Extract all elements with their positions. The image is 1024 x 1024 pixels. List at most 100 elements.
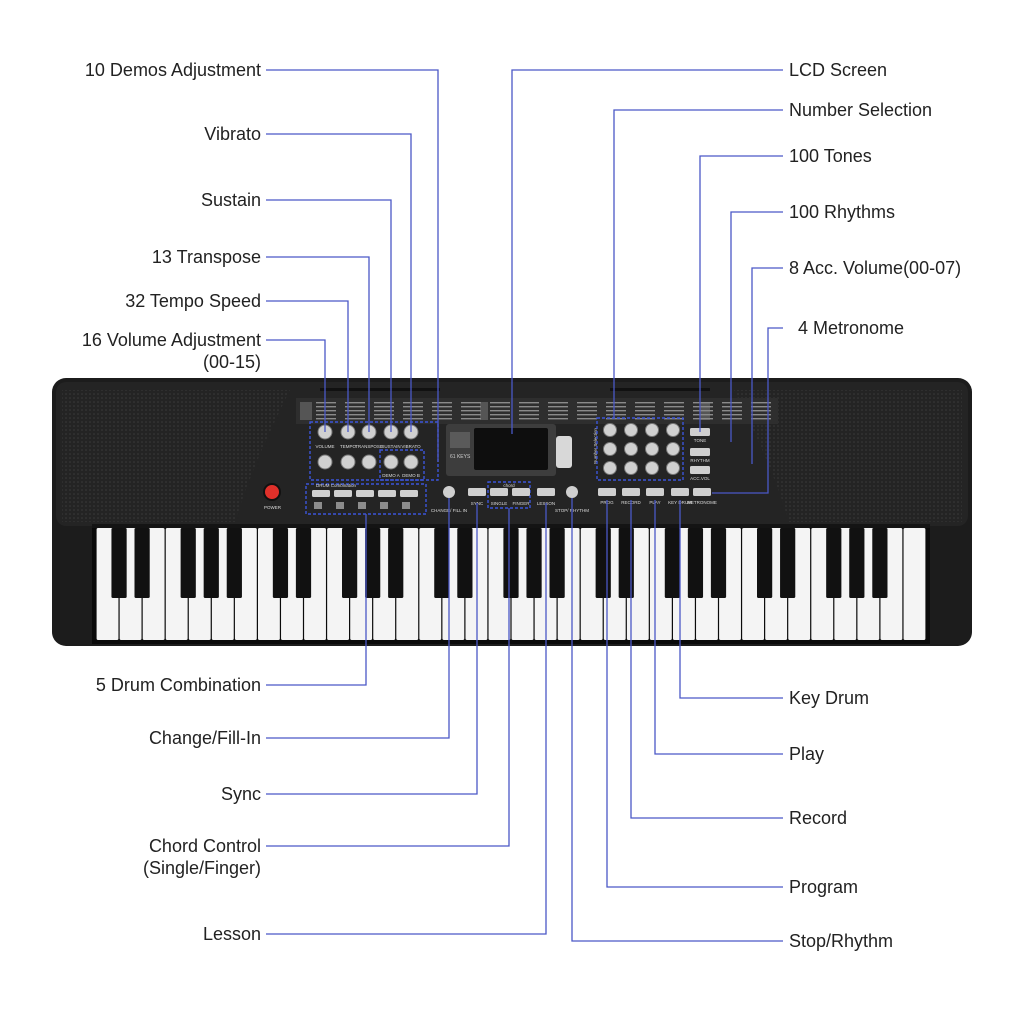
number-selection-highlight (596, 417, 684, 481)
volume-down-button (317, 454, 333, 470)
callout-acc-volume: 8 Acc. Volume(00-07) (789, 258, 962, 278)
number-key (603, 461, 617, 475)
leader-volume (266, 339, 326, 432)
black-key (618, 528, 634, 598)
number-key (603, 442, 617, 456)
callout-stop-rhythm: Stop/Rhythm (789, 931, 894, 951)
leader-chord (266, 508, 510, 847)
number-selection-label: Number Selection (593, 428, 598, 464)
leader-metronome (712, 327, 783, 494)
leader-lcd (511, 69, 783, 434)
sustain-label: SUSTAIN (381, 444, 400, 449)
prog-button (598, 488, 616, 496)
rhythm-label: RHYTHM (690, 458, 709, 463)
black-key (549, 528, 565, 598)
rhythm-button (690, 448, 710, 456)
keys-badge: 61 KEYS (450, 454, 471, 460)
change-fill-button (443, 486, 455, 498)
callout-program: Program (789, 877, 859, 897)
leader-number (613, 109, 783, 418)
drum-pad-icon (314, 502, 322, 509)
black-key (203, 528, 219, 598)
leader-tones (699, 155, 783, 432)
record-button (622, 488, 640, 496)
drum-pad-icon (336, 502, 344, 509)
white-key (903, 528, 926, 640)
black-key (180, 528, 196, 598)
chord-highlight (487, 481, 531, 509)
callout-play: Play (789, 744, 825, 764)
callout-rhythms: 100 Rhythms (789, 202, 896, 222)
black-key (849, 528, 865, 598)
leader-tempo (266, 300, 349, 432)
drum-pad-icon (380, 502, 388, 509)
black-key (295, 528, 312, 598)
metronome-label: METRONOME (687, 500, 717, 505)
black-key (780, 528, 796, 598)
black-key (342, 528, 358, 598)
callout-tones: 100 Tones (789, 146, 872, 166)
callout-demos: 10 Demos Adjustment (84, 60, 261, 80)
metronome-button (693, 488, 711, 496)
leader-record (630, 500, 783, 819)
black-keys (111, 528, 888, 598)
drum-pad-button (334, 490, 352, 497)
number-key (603, 423, 617, 437)
leader-lesson (266, 503, 547, 935)
key-drum-button (671, 488, 689, 496)
stop-rhythm-button (566, 486, 578, 498)
left-speaker-grille (62, 390, 290, 522)
black-key (872, 528, 888, 598)
callout-lesson: Lesson (202, 924, 261, 944)
tone-label: TONE (694, 438, 706, 443)
leader-program (606, 500, 783, 888)
leader-drum (266, 514, 367, 686)
drum-combination-label: DRUM Combination (316, 483, 357, 488)
callout-change-fill: Change/Fill-In (148, 728, 261, 748)
transpose-down-button (361, 454, 377, 470)
callout-lcd-screen: LCD Screen (789, 60, 888, 80)
number-key (666, 423, 680, 437)
number-key (645, 461, 659, 475)
black-key (826, 528, 842, 598)
leader-accvol (751, 267, 783, 464)
black-key (111, 528, 127, 598)
black-key (757, 528, 773, 598)
callout-key-drum: Key Drum (789, 688, 870, 708)
callout-metronome: 4 Metronome (798, 318, 905, 338)
black-key (272, 528, 289, 598)
leader-transpose (266, 256, 370, 432)
black-key (664, 528, 680, 598)
number-key (645, 442, 659, 456)
drum-pad-icon (358, 502, 366, 509)
callout-volume: 16 Volume Adjustment (00-15) (81, 330, 261, 372)
demo-highlight (379, 449, 425, 481)
callout-tempo: 32 Tempo Speed (125, 291, 261, 311)
black-key (434, 528, 450, 598)
callout-number-selection: Number Selection (789, 100, 933, 120)
number-key (666, 461, 680, 475)
vibrato-label: VIBRATO (401, 444, 421, 449)
leader-sustain (266, 199, 392, 432)
black-key (457, 528, 473, 598)
black-key (226, 528, 242, 598)
leader-stop (571, 498, 783, 942)
tempo-label: TEMPO (340, 444, 357, 449)
power-label: POWER (264, 505, 282, 510)
drum-pad-button (400, 490, 418, 497)
power-button (263, 483, 281, 501)
finger-label: FINGER (512, 501, 530, 506)
callout-chord-control: Chord Control (Single/Finger) (142, 836, 261, 878)
leader-demos (266, 69, 439, 462)
callout-record: Record (789, 808, 848, 828)
demo-a-button (383, 454, 399, 470)
number-key (624, 423, 638, 437)
drum-pad-icon (402, 502, 410, 509)
demo-a-label: DEMO A (382, 473, 400, 478)
number-key (666, 442, 680, 456)
leader-play (654, 500, 783, 755)
